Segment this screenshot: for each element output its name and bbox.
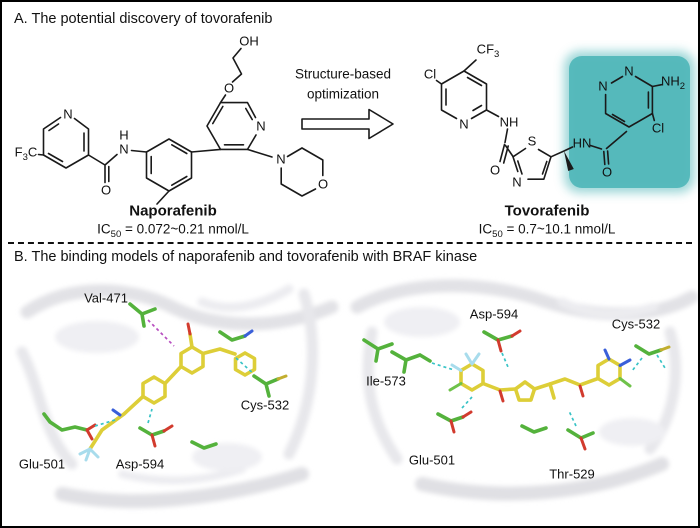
residue-label-ile-573: Ile-573	[366, 373, 406, 389]
atom-label-n-morpholine: N	[276, 151, 286, 167]
atom-tips-left	[78, 322, 288, 462]
atom-label-o-carbonyl-2: O	[601, 164, 613, 180]
optimization-label-line1: Structure-based	[294, 66, 392, 82]
protein-ribbons-right	[350, 279, 698, 501]
residue-label-asp-594-left: Asp-594	[115, 456, 165, 472]
atom-label-cf3: CF3	[476, 41, 500, 61]
tovorafenib-ic50: IC50 = 0.7~10.1 nmol/L	[478, 221, 616, 241]
atom-label-n-thiazole: N	[512, 174, 522, 190]
atom-label-o-carbonyl-1: O	[489, 162, 501, 178]
interactions-right	[431, 352, 666, 427]
residue-label-val-471: Val-471	[84, 290, 128, 306]
panel-separator	[8, 242, 692, 244]
atom-label-cl-pyrimidine: Cl	[651, 120, 665, 136]
atom-label-n-pyridine-left: N	[63, 106, 73, 122]
atom-tips-right	[448, 329, 671, 451]
panel-b-title: B. The binding models of naporafenib and…	[14, 249, 478, 265]
atom-label-h-amide: H	[119, 127, 129, 143]
binding-model-left	[16, 284, 339, 509]
atom-label-hn-amide: HN	[572, 135, 592, 151]
atom-label-s-thiazole: S	[527, 133, 537, 149]
ligand-naporafenib	[88, 332, 257, 451]
interactions-left	[94, 319, 255, 427]
panel-a-title: A. The potential discovery of tovorafeni…	[14, 11, 273, 27]
atom-label-n-pyrimidine-left: N	[598, 78, 608, 94]
naporafenib-name: Naporafenib	[129, 202, 217, 220]
residue-label-asp-594-right: Asp-594	[469, 306, 519, 322]
naporafenib-ic50: IC50 = 0.072~0.21 nmol/L	[97, 221, 249, 241]
atom-label-n-pyridine-right: N	[256, 118, 266, 134]
optimization-arrow	[301, 108, 394, 140]
atom-label-f3c: F3C	[14, 144, 38, 164]
residue-label-glu-501-right: Glu-501	[408, 452, 456, 468]
atom-label-o-chain: O	[223, 80, 235, 96]
optimization-label-line2: optimization	[306, 86, 380, 102]
atom-label-n-pyridine: N	[459, 116, 469, 132]
tovorafenib-structure	[435, 59, 663, 180]
atom-label-o-carbonyl: O	[100, 182, 112, 198]
tovorafenib-name: Tovorafenib	[504, 202, 590, 220]
tovorafenib-highlight-box	[564, 51, 695, 193]
residue-label-cys-532-right: Cys-532	[611, 316, 661, 332]
residue-label-cys-532-left: Cys-532	[240, 397, 290, 413]
protein-ribbons-left	[16, 284, 339, 509]
atom-label-n-amide: N	[119, 141, 129, 157]
residue-label-thr-529: Thr-529	[549, 466, 595, 482]
atom-label-cl-pyridine: Cl	[423, 66, 437, 82]
residues-left	[42, 302, 280, 450]
atom-label-n-pyrimidine-top: N	[624, 63, 634, 79]
naporafenib-structure	[37, 47, 324, 205]
atom-label-nh-amide: NH	[499, 114, 519, 130]
atom-label-o-morpholine: O	[317, 176, 329, 192]
binding-model-right	[350, 279, 698, 501]
atom-label-oh: OH	[239, 33, 259, 49]
residue-label-glu-501-left: Glu-501	[18, 456, 66, 472]
atom-label-nh2: NH2	[660, 73, 686, 93]
